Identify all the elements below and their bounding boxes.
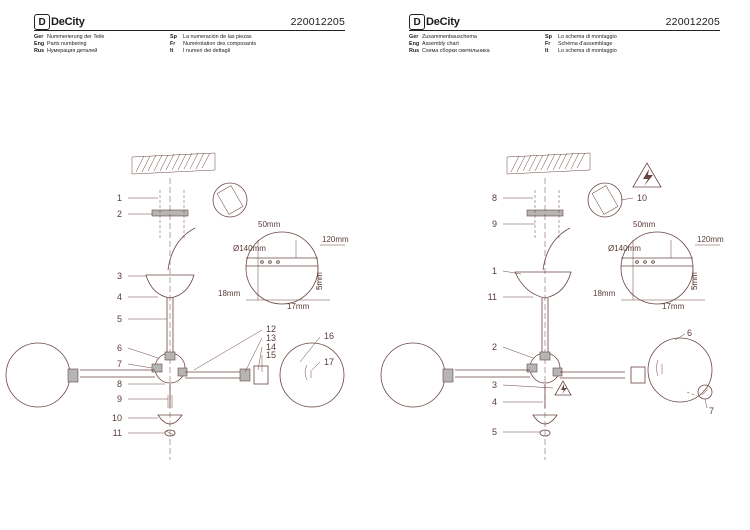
assembly-step-4: 4 (492, 397, 497, 407)
dim-140mm: Ø140mm (233, 244, 266, 253)
assembly-step-11: 11 (488, 292, 497, 302)
part-label-6: 6 (117, 343, 122, 353)
dim-120mm: 120mm (322, 235, 349, 244)
part-label-11: 11 (113, 428, 122, 438)
dim-140mm: Ø140mm (608, 244, 641, 253)
dim-50mm: 50mm (633, 220, 656, 229)
right-globe (647, 337, 713, 403)
hub-warning-icon (554, 380, 572, 396)
canopy-detail (620, 231, 694, 305)
brand-logo-badge: D (409, 14, 425, 30)
canopy-detail (245, 231, 319, 305)
part-label-13: 13 (266, 333, 276, 343)
dim-50mm: 50mm (258, 220, 281, 229)
part-label-1: 1 (117, 193, 122, 203)
assembly-step-6: 6 (687, 328, 692, 338)
part-label-7: 7 (117, 359, 122, 369)
product-code: 220012205 (290, 16, 345, 28)
brand-logo: D DeCity (409, 14, 460, 30)
left-globe (5, 342, 71, 408)
assembly-step-8: 8 (492, 193, 497, 203)
part-label-8: 8 (117, 379, 122, 389)
assembly-step-1: 1 (492, 266, 497, 276)
part-label-9: 9 (117, 394, 122, 404)
connector-detail (212, 182, 248, 218)
assembly-step-9: 9 (492, 219, 497, 229)
dim-5mm: 5mm (690, 272, 699, 290)
dim-18mm: 18mm (593, 289, 616, 298)
electric-warning-icon (632, 162, 662, 188)
connector-detail (587, 182, 623, 218)
brand-logo-badge: D (34, 14, 50, 30)
parts-diagram: 1 2 3 4 5 6 7 8 9 10 11 12 13 14 15 16 1… (5, 152, 349, 460)
part-label-16: 16 (324, 331, 334, 341)
dim-5mm: 5mm (315, 272, 324, 290)
part-label-14: 14 (266, 342, 276, 352)
brand-name: DeCity (426, 16, 460, 28)
left-globe (380, 342, 446, 408)
ceiling-hatch (131, 152, 216, 175)
bottom-cap (532, 414, 558, 425)
assembly-step-5: 5 (492, 427, 497, 437)
right-globe (279, 342, 345, 408)
assembly-step-3: 3 (492, 380, 497, 390)
part-label-12: 12 (266, 324, 276, 334)
part-label-17: 17 (324, 357, 334, 367)
bottom-cap (157, 414, 183, 425)
dim-17mm: 17mm (287, 302, 310, 311)
canopy (514, 271, 572, 299)
product-code: 220012205 (665, 16, 720, 28)
dim-18mm: 18mm (218, 289, 241, 298)
dim-17mm: 17mm (662, 302, 685, 311)
canopy (145, 274, 195, 299)
part-label-10: 10 (112, 413, 122, 423)
dim-120mm: 120mm (697, 235, 724, 244)
header-rule (34, 30, 345, 31)
part-label-2: 2 (117, 209, 122, 219)
brand-logo: D DeCity (34, 14, 85, 30)
part-label-3: 3 (117, 271, 122, 281)
brand-name: DeCity (51, 16, 85, 28)
finial (539, 429, 551, 437)
header-rule (409, 30, 720, 31)
assembly-step-10: 10 (637, 193, 647, 203)
part-label-4: 4 (117, 292, 122, 302)
assembly-step-2: 2 (492, 342, 497, 352)
part-label-5: 5 (117, 314, 122, 324)
ceiling-hatch (506, 152, 591, 175)
part-label-15: 15 (266, 350, 276, 360)
assembly-diagram: 8 9 1 11 2 3 4 5 10 6 7 50mm Ø140mm 120m… (380, 152, 724, 460)
assembly-step-7: 7 (709, 406, 714, 416)
